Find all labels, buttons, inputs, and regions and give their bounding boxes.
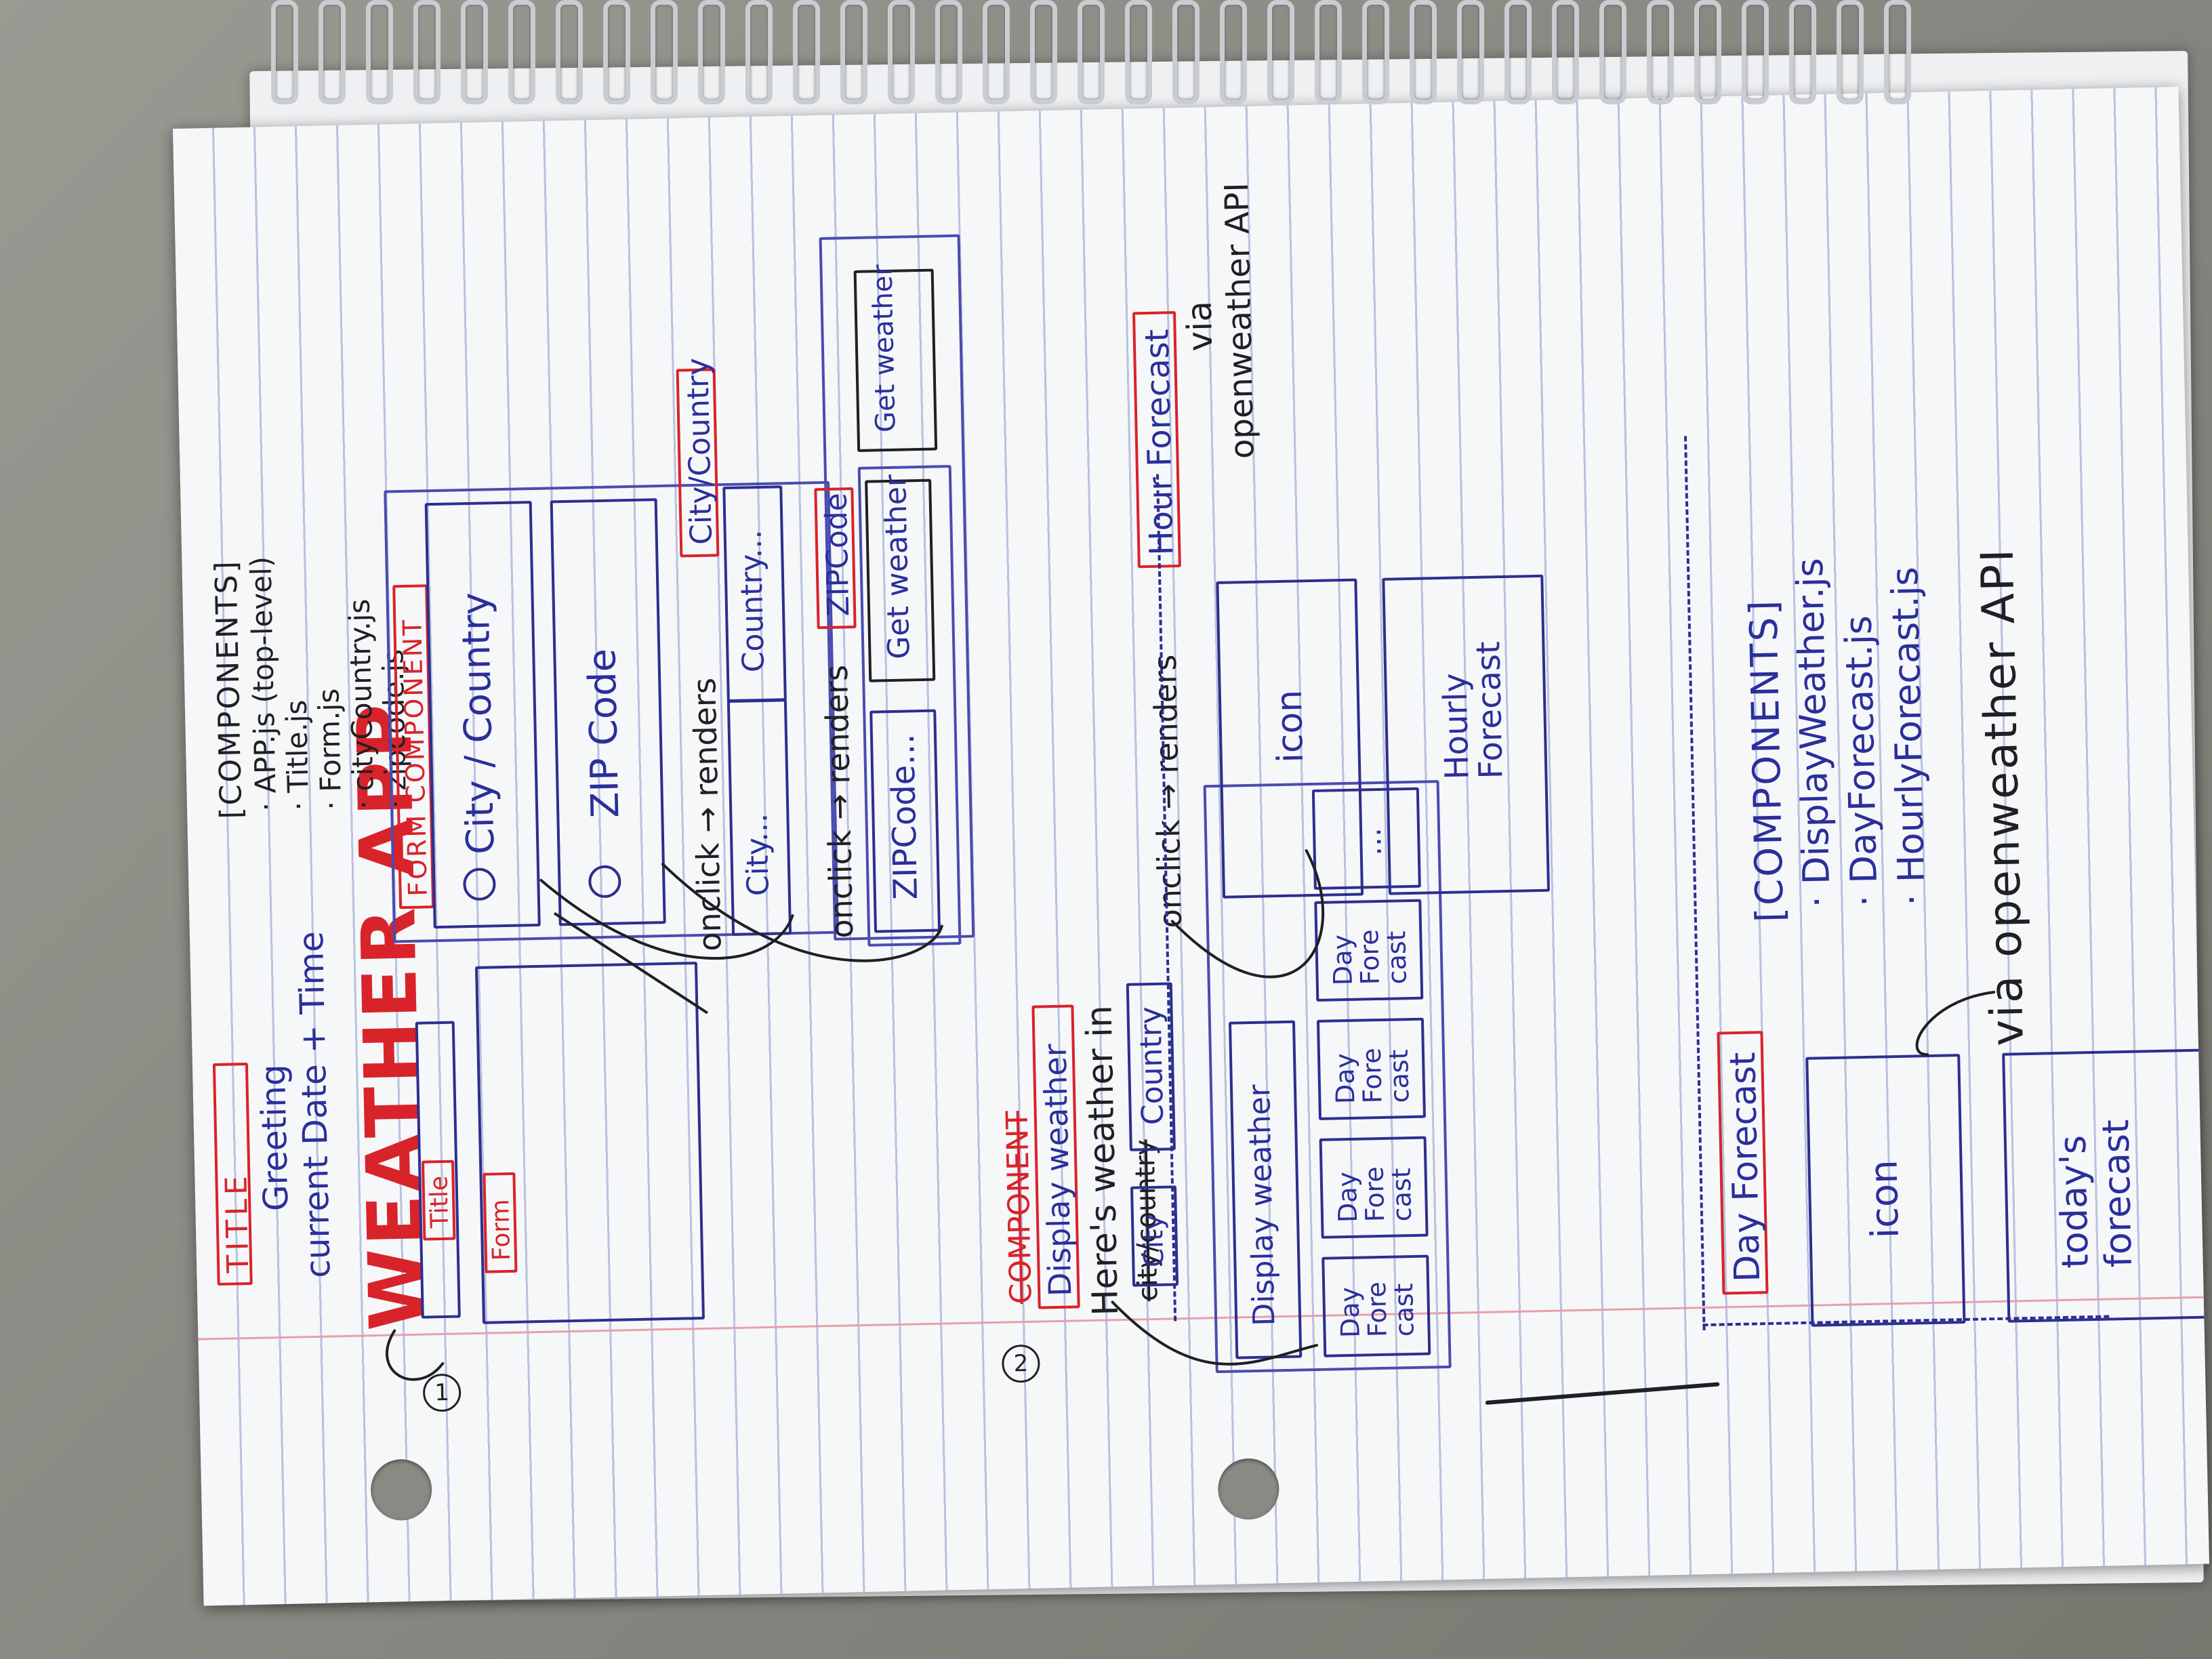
arrow-display	[1111, 1300, 1318, 1366]
arrows-overlay	[385, 849, 1996, 1405]
arrow-day-forecast	[1485, 1382, 1720, 1405]
arrow-title	[385, 1329, 445, 1381]
arrow-hour	[1170, 849, 1325, 979]
arrow-via	[1915, 991, 1996, 1057]
arrow-city	[539, 878, 794, 960]
notebook-page: TITLE Greeting current Date + Time WEATH…	[173, 87, 2210, 1606]
arrow-form	[554, 912, 708, 1014]
arrow-zip	[661, 863, 943, 962]
spiral-binding	[258, 0, 1952, 104]
